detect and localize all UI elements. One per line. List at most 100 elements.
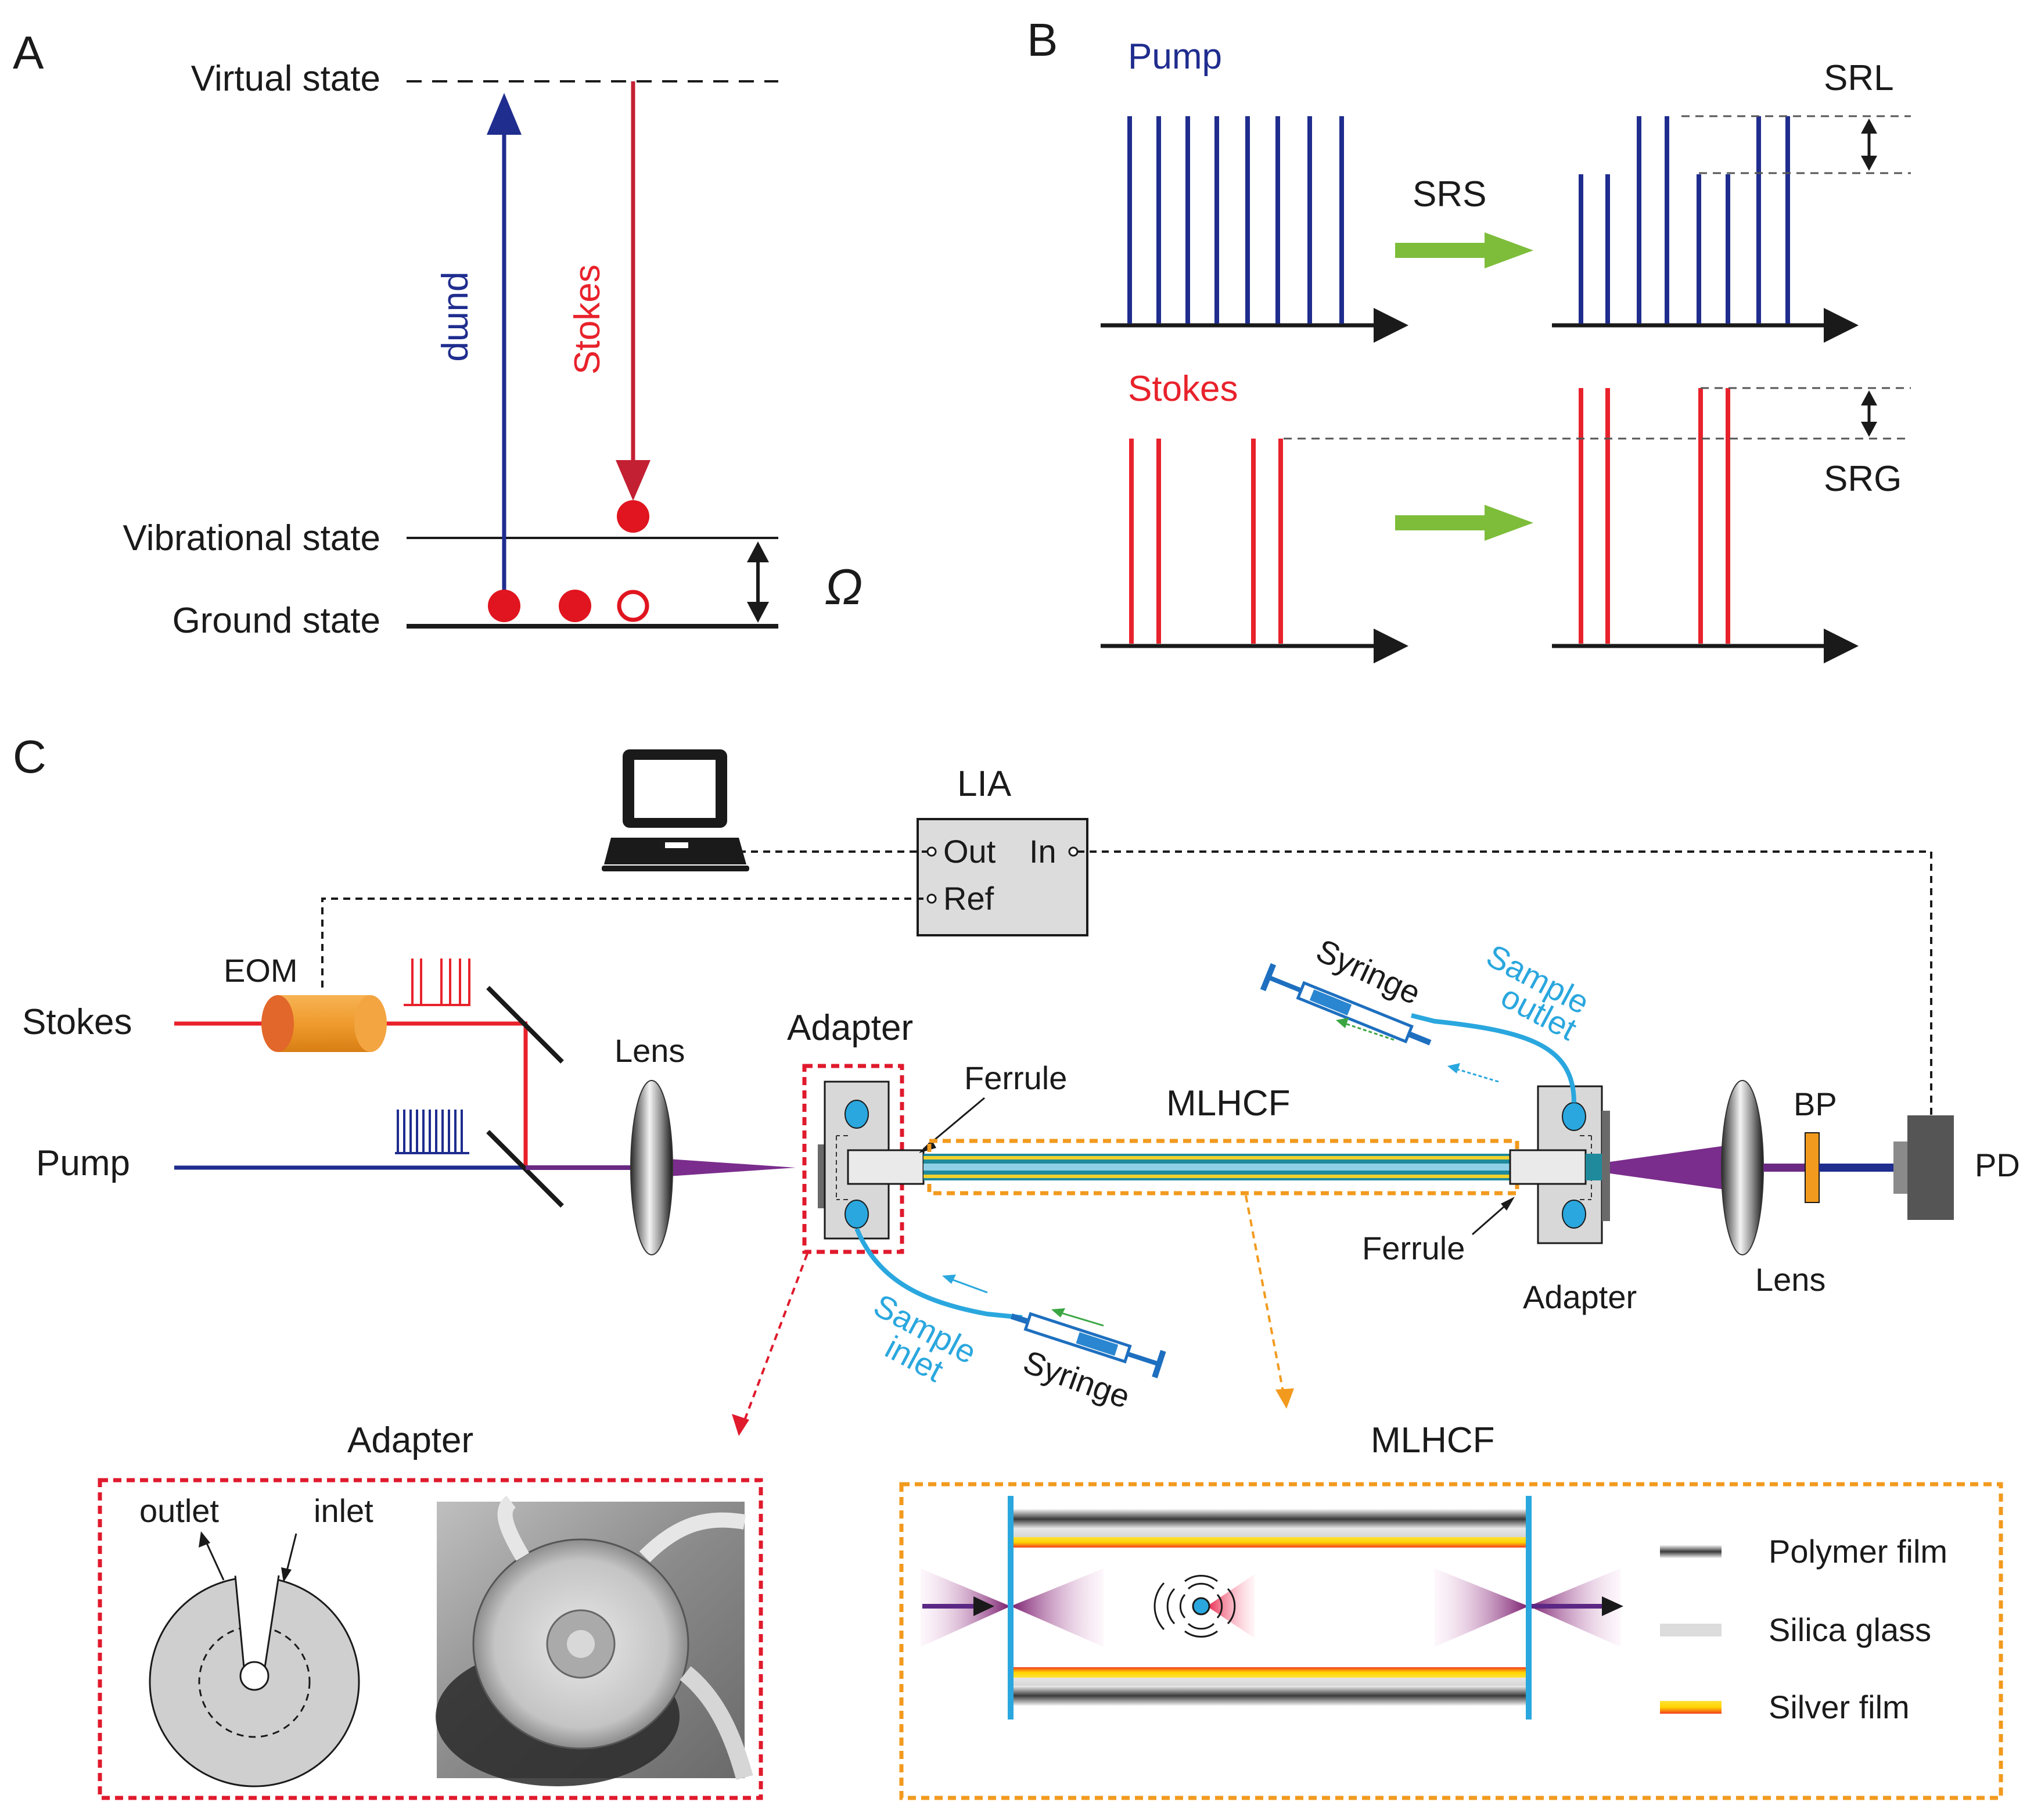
stokes-title: Stokes <box>1128 369 1238 409</box>
stokes-pulse-icon <box>404 959 470 1006</box>
inlet-flow-arrows <box>942 1275 1104 1327</box>
lens-right <box>1721 1080 1764 1255</box>
adapter-inset-pointer-head <box>732 1414 749 1436</box>
laptop-icon <box>602 749 749 871</box>
fiber-wall-bottom <box>1011 1667 1529 1706</box>
panel-b-letter: B <box>1027 14 1058 66</box>
pump-title: Pump <box>1128 37 1222 77</box>
focused-beam <box>668 1159 796 1176</box>
mlhcf-inset-pointer-head <box>1275 1388 1294 1409</box>
pd-label: PD <box>1975 1147 2020 1183</box>
ferrule-bottom-label: Ferrule <box>1362 1230 1465 1266</box>
syringe-top <box>1260 963 1432 1046</box>
vacant-molecule <box>617 590 649 622</box>
output-arrow-head <box>1602 1596 1623 1616</box>
panel-b: B Pump Stokes SRS SRL SRG <box>1027 14 1911 663</box>
omega-label: Ω <box>825 559 863 615</box>
lens-left <box>630 1080 673 1255</box>
lia-label: LIA <box>957 764 1012 804</box>
inlet-pointer-head <box>281 1567 292 1582</box>
pump-before-pulses <box>1127 116 1344 324</box>
adapter-bottom-label: Adapter <box>1523 1279 1637 1315</box>
panel-a-letter: A <box>13 27 44 78</box>
ground-molecule-1 <box>488 590 520 622</box>
mlhcf-inset-pointer <box>1245 1195 1285 1395</box>
srl-label: SRL <box>1824 58 1894 98</box>
stokes-after-axis <box>1552 629 1859 663</box>
lia-out-port <box>926 846 937 857</box>
inlet-tubing <box>854 1227 1023 1320</box>
adapter-top-label: Adapter <box>787 1008 913 1048</box>
adapter-photo <box>436 1495 753 1786</box>
adapter-cross-section <box>149 1573 360 1787</box>
stokes-before-pulses <box>1129 439 1283 644</box>
legend-swatch-polymer <box>1660 1545 1722 1558</box>
mlhcf-fiber <box>923 1154 1510 1180</box>
fiber-wall-top <box>1011 1509 1529 1548</box>
lia-ref-port <box>926 893 937 904</box>
omega-arrowhead-up <box>747 541 769 562</box>
stokes-input-label: Stokes <box>22 1002 132 1042</box>
pump-after-pulses <box>1579 116 1790 324</box>
bp-label: BP <box>1794 1086 1837 1122</box>
outlet-pointer <box>203 1538 225 1581</box>
adapter-right <box>1509 1085 1610 1244</box>
output-beam-cone <box>1435 1568 1529 1647</box>
ferrule-left <box>847 1149 925 1185</box>
legend-swatch-silver <box>1660 1701 1722 1714</box>
photodetector <box>1893 1115 1954 1220</box>
outlet-tubing <box>1411 1013 1576 1103</box>
pump-label: pump <box>440 271 480 361</box>
inlet-label: inlet <box>314 1492 373 1529</box>
vibrational-state-label: Vibrational state <box>123 518 380 558</box>
srg-label: SRG <box>1824 459 1902 499</box>
dichroic-mirror <box>486 1130 564 1208</box>
mlhcf-inset-frame <box>899 1482 2003 1800</box>
mlhcf-inset-title: MLHCF <box>1371 1420 1495 1460</box>
input-arrow-head <box>973 1596 994 1616</box>
molecule-icon <box>1192 1597 1210 1616</box>
bandpass-filter <box>1805 1132 1820 1203</box>
lens-right-label: Lens <box>1755 1261 1825 1298</box>
eom-label: EOM <box>224 952 298 989</box>
outlet-label: outlet <box>139 1492 219 1529</box>
ground-molecule-2 <box>559 590 591 622</box>
adapter-inset-title: Adapter <box>347 1420 473 1460</box>
srl-double-arrow <box>1861 119 1877 171</box>
ferrule-right <box>1509 1149 1587 1185</box>
stokes-before-axis <box>1101 629 1408 663</box>
panel-c: C LIA Out In Ref Stokes EOM <box>13 731 2020 1436</box>
diverging-beam <box>1610 1143 1742 1192</box>
srs-label: SRS <box>1413 174 1486 214</box>
wire-pd-to-in <box>1077 850 1932 1115</box>
adapter-inset: Adapter outlet inlet <box>98 1420 763 1800</box>
legend: Polymer film Silica glass Silver film <box>1660 1533 1947 1725</box>
input-beam-exit-cone <box>1011 1568 1104 1647</box>
adapter-right-port-bottom <box>1562 1200 1586 1229</box>
wire-ref-to-eom <box>321 898 928 988</box>
excited-molecule <box>617 500 649 533</box>
lia-box <box>917 818 1088 936</box>
vibration-waves-icon <box>1153 1575 1236 1638</box>
mirror-stokes <box>486 986 564 1064</box>
panel-a: A Virtual state Vibrational state Ground… <box>13 27 863 641</box>
adapter-left-port-bottom <box>844 1200 869 1229</box>
stokes-after-pulses <box>1579 388 1730 644</box>
mlhcf-label: MLHCF <box>1166 1083 1291 1123</box>
legend-label-silver: Silver film <box>1769 1689 1910 1725</box>
pump-before-axis <box>1101 308 1408 343</box>
omega-arrowhead-down <box>747 602 769 623</box>
raman-scatter-cone <box>1207 1574 1255 1638</box>
adapter-left-port-top <box>844 1100 869 1129</box>
pump-input-label: Pump <box>36 1143 130 1183</box>
signal-wires <box>321 850 1932 1115</box>
srs-arrow-bottom <box>1395 505 1533 541</box>
eom-device <box>261 995 387 1052</box>
pump-arrowhead <box>487 93 522 135</box>
lia-ref-label: Ref <box>943 880 994 917</box>
pump-pulse-icon <box>395 1110 469 1154</box>
ground-state-label: Ground state <box>173 601 380 641</box>
ferrule-bottom-pointer-head <box>1501 1197 1515 1211</box>
